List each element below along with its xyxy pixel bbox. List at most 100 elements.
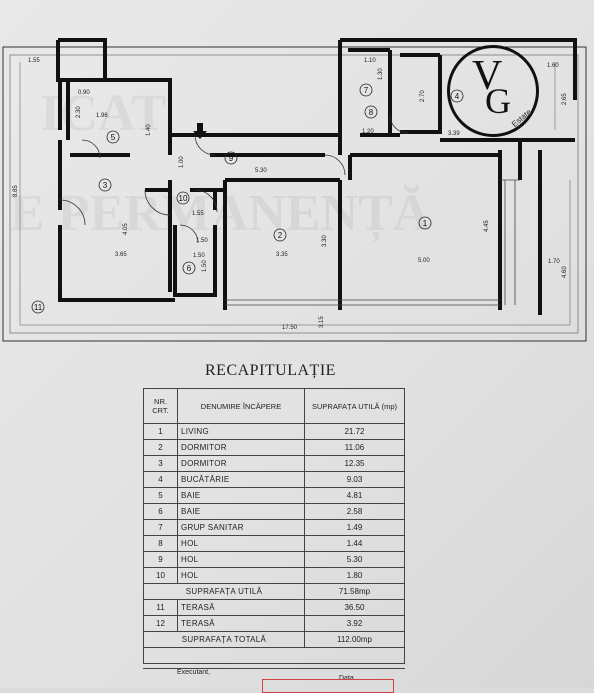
outer-frame xyxy=(2,46,587,342)
dim-label: 1.30 xyxy=(378,68,384,80)
row-number: 11 xyxy=(143,599,178,616)
dim-label: 3.30 xyxy=(322,235,328,247)
total-label: SUPRAFAȚA TOTALĂ xyxy=(143,631,305,648)
red-stamp xyxy=(262,679,394,693)
row-number: 10 xyxy=(143,567,178,584)
total-value: 112.00mp xyxy=(304,631,405,648)
entrance-arrow-icon xyxy=(193,123,207,139)
dim-label: 5.00 xyxy=(418,258,430,264)
dim-label: 1.96 xyxy=(96,113,108,119)
room-area: 1.44 xyxy=(304,535,405,552)
summary-table: NR. CRT. DENUMIRE ÎNCĂPERE SUPRAFAȚA UTI… xyxy=(143,388,405,664)
dim-label: 4.60 xyxy=(562,266,568,278)
row-number: 8 xyxy=(143,535,178,552)
room-name: HOL xyxy=(177,551,305,568)
executant-label: Executant, xyxy=(177,669,211,676)
room-name: BAIE xyxy=(177,503,305,520)
total-value: 71.58mp xyxy=(304,583,405,600)
row-number: 1 xyxy=(143,423,178,440)
dim-label: 3.65 xyxy=(115,252,127,258)
dim-label: 2.65 xyxy=(562,93,568,105)
blank-cell xyxy=(143,647,405,664)
floor-plan-drawing: ICAT E PERMANENȚĂ xyxy=(2,38,587,342)
total-label: SUPRAFAȚA UTILĂ xyxy=(143,583,305,600)
room-area: 2.58 xyxy=(304,503,405,520)
room-name: TERASĂ xyxy=(177,599,305,616)
room-name: BAIE xyxy=(177,487,305,504)
watermark-text-2: E PERMANENȚĂ xyxy=(10,184,431,244)
room-area: 21.72 xyxy=(304,423,405,440)
logo-letter-g: G xyxy=(485,81,511,121)
dim-label: 1.40 xyxy=(146,124,152,136)
dim-label: 8.85 xyxy=(13,185,19,197)
dim-label: 1.20 xyxy=(362,129,374,135)
room-area: 5.30 xyxy=(304,551,405,568)
row-number: 7 xyxy=(143,519,178,536)
room-name: HOL xyxy=(177,567,305,584)
header-no: NR. CRT. xyxy=(143,388,178,424)
dim-label: 4.45 xyxy=(484,220,490,232)
dimension-lines xyxy=(19,62,571,326)
row-number: 5 xyxy=(143,487,178,504)
room-number-2: 2 xyxy=(278,231,283,240)
room-name: TERASĂ xyxy=(177,615,305,632)
blank-row xyxy=(143,647,405,664)
room-area: 11.06 xyxy=(304,439,405,456)
dim-label: 17.50 xyxy=(282,325,298,331)
room-number-3: 3 xyxy=(103,181,108,190)
summary-title: RECAPITULAȚIE xyxy=(205,362,336,379)
room-name: DORMITOR xyxy=(177,455,305,472)
room-area: 1.49 xyxy=(304,519,405,536)
dim-label: 5.30 xyxy=(255,168,267,174)
dim-label: 3.39 xyxy=(448,131,460,137)
row-number: 6 xyxy=(143,503,178,520)
room-number-9: 9 xyxy=(229,154,234,163)
room-name: GRUP SANITAR xyxy=(177,519,305,536)
room-number-6: 6 xyxy=(187,264,192,273)
dim-label: 1.50 xyxy=(202,260,208,272)
dim-label: 0.90 xyxy=(78,90,90,96)
table-header-row: NR. CRT. DENUMIRE ÎNCĂPERE SUPRAFAȚA UTI… xyxy=(143,388,405,424)
date-label: Data xyxy=(339,675,354,682)
inner-frame xyxy=(9,54,579,334)
document-footer: Executant, Data xyxy=(143,668,405,689)
room-area: 12.35 xyxy=(304,455,405,472)
dim-label: 1.00 xyxy=(179,156,185,168)
dim-label: 1.70 xyxy=(548,259,560,265)
header-name: DENUMIRE ÎNCĂPERE xyxy=(177,388,305,424)
room-number-8: 8 xyxy=(369,108,374,117)
room-number-7: 7 xyxy=(364,86,369,95)
row-number: 3 xyxy=(143,455,178,472)
dim-label: 3.35 xyxy=(276,252,288,258)
room-name: HOL xyxy=(177,535,305,552)
dim-label: 1.10 xyxy=(364,58,376,64)
row-number: 9 xyxy=(143,551,178,568)
dim-label: 2.70 xyxy=(420,90,426,102)
room-area: 4.81 xyxy=(304,487,405,504)
room-area: 36.50 xyxy=(304,599,405,616)
dim-label: 1.50 xyxy=(193,253,205,259)
dim-label: 1.55 xyxy=(192,211,204,217)
room-area: 9.03 xyxy=(304,471,405,488)
row-number: 2 xyxy=(143,439,178,456)
company-logo xyxy=(447,45,539,137)
dim-label: 4.05 xyxy=(123,223,129,235)
dim-label: 1.50 xyxy=(196,238,208,244)
dim-label: 1.55 xyxy=(28,58,40,64)
row-number: 4 xyxy=(143,471,178,488)
room-number-1: 1 xyxy=(423,219,428,228)
header-area: SUPRAFAȚA UTILĂ (mp) xyxy=(304,388,405,424)
